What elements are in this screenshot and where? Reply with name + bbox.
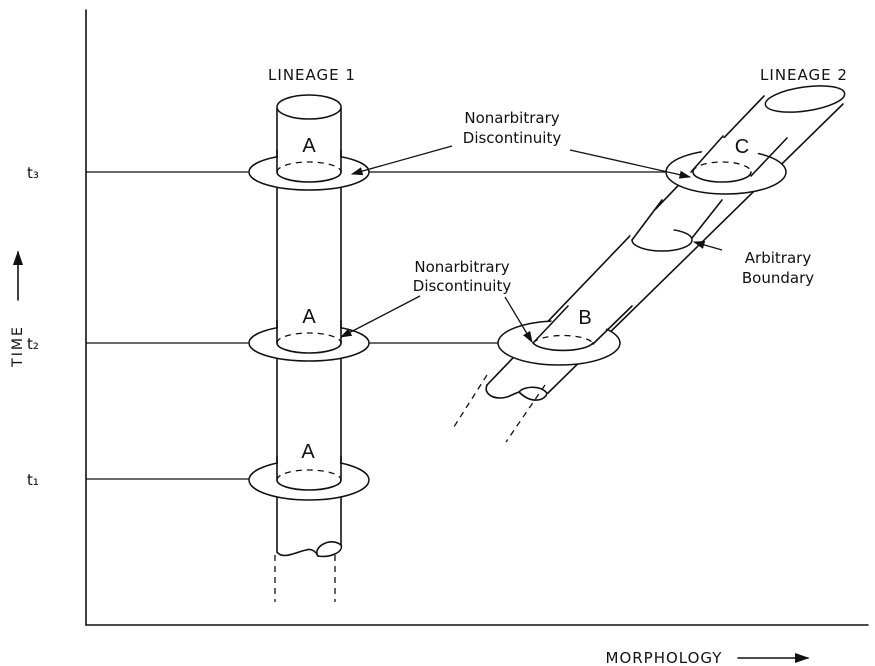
mid-discontinuity-line1: Nonarbitrary bbox=[414, 258, 509, 276]
species-b: B bbox=[578, 307, 591, 329]
disc-lineage2-t2 bbox=[498, 306, 632, 365]
tick-t2: t₂ bbox=[27, 335, 39, 353]
arbitrary-boundary-line2: Boundary bbox=[742, 269, 814, 287]
arbitrary-boundary-disc bbox=[630, 200, 722, 251]
arbitrary-boundary-line1: Arbitrary bbox=[745, 249, 812, 267]
tick-t3: t₃ bbox=[27, 164, 39, 182]
mid-discontinuity-line2: Discontinuity bbox=[413, 277, 512, 295]
species-c: C bbox=[735, 136, 749, 158]
y-axis-label: TIME bbox=[10, 325, 26, 368]
x-axis-label: MORPHOLOGY bbox=[606, 649, 723, 666]
lineage-1-label: LINEAGE 1 bbox=[268, 66, 356, 84]
species-a-t1: A bbox=[301, 441, 315, 463]
disc-lineage2-t3 bbox=[666, 136, 787, 194]
arrow-mid-discontinuity-left bbox=[341, 296, 420, 337]
top-discontinuity-line2: Discontinuity bbox=[463, 129, 562, 147]
lineage-2-label: LINEAGE 2 bbox=[760, 66, 848, 84]
species-a-t2: A bbox=[302, 306, 316, 328]
tick-t1: t₁ bbox=[27, 471, 39, 489]
species-a-t3: A bbox=[302, 135, 316, 157]
top-discontinuity-line1: Nonarbitrary bbox=[464, 109, 559, 127]
arrow-top-discontinuity-left bbox=[352, 146, 452, 174]
